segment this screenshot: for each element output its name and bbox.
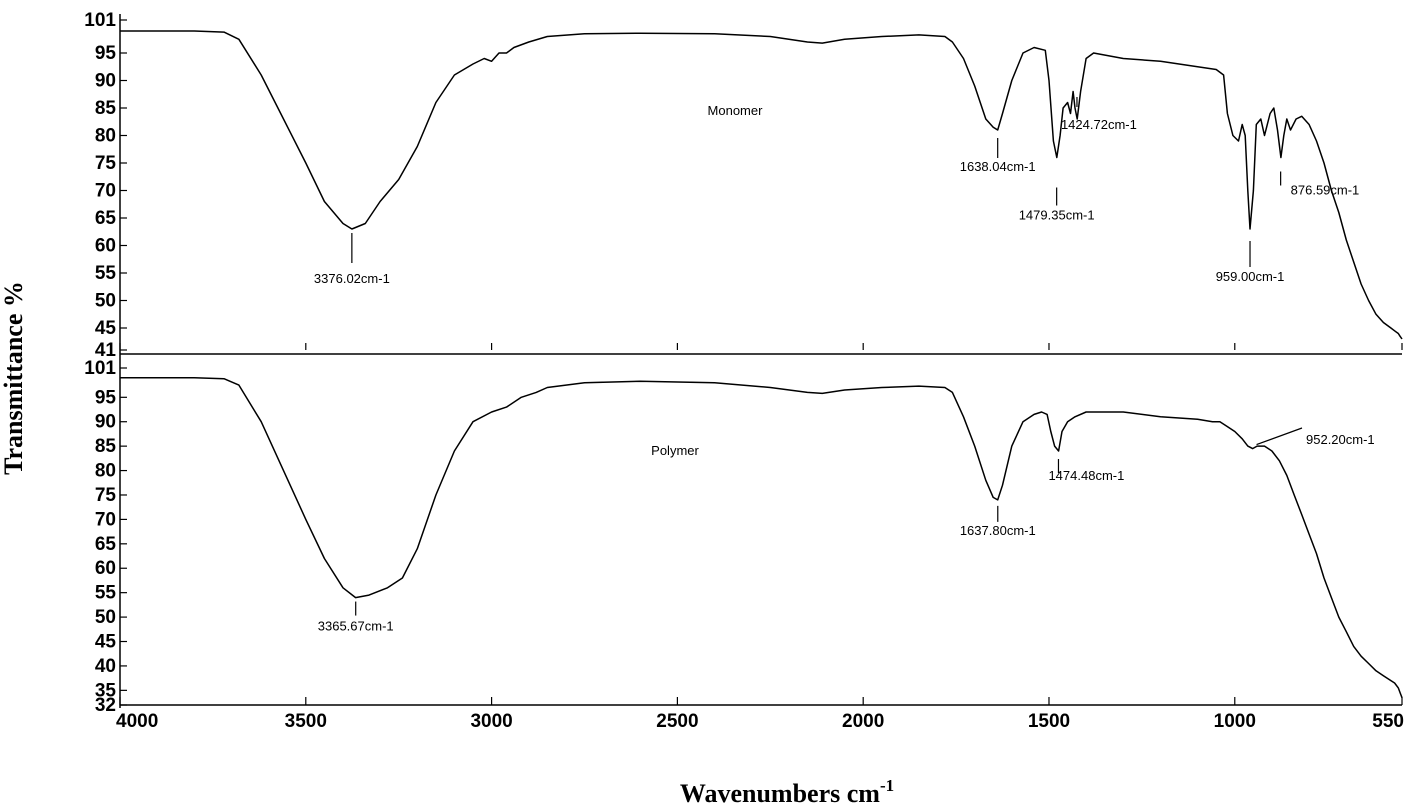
annotation-label: 3365.67cm-1 [318,619,394,634]
x-tick-label: 1500 [1028,711,1070,732]
annotation-label: 959.00cm-1 [1216,269,1285,284]
annotation-label: 1479.35cm-1 [1019,208,1095,223]
y-tick-label: 60 [95,558,116,579]
annotation-label: 1424.72cm-1 [1061,117,1137,132]
y-tick-label: 50 [95,607,116,628]
y-tick-label: 80 [95,126,116,147]
y-tick-label: 32 [95,695,116,716]
y-tick-label: 90 [95,71,116,92]
x-tick-label: 2000 [842,711,884,732]
x-tick-label: 3000 [470,711,512,732]
annotation-label: 1638.04cm-1 [960,159,1036,174]
y-tick-label: 41 [95,340,117,361]
y-tick-label: 40 [95,656,116,677]
y-tick-label: 50 [95,291,116,312]
panel-label: Polymer [651,443,699,458]
y-tick-label: 75 [95,153,117,174]
annotation-label: 1637.80cm-1 [960,523,1036,538]
y-tick-label: 101 [84,10,116,31]
annotation-label: 876.59cm-1 [1291,183,1360,198]
axes: 4000 3500 3000 2500 2000 1500 1000 550 [116,14,1404,732]
x-axis-title-text: Wavenumbers cm [680,779,880,808]
x-tick-label: 1000 [1214,711,1256,732]
y-tick-label: 45 [95,318,117,339]
y-axis-title: Transmittance % [0,281,28,475]
y-tick-label: 95 [95,387,117,408]
x-axis-title: Wavenumbers cm-1 [680,776,894,808]
y-tick-label: 95 [95,43,117,64]
y-tick-label: 35 [95,680,117,701]
annotation-label: 952.20cm-1 [1306,432,1375,447]
y-tick-label: 60 [95,236,116,257]
y-tick-label: 55 [95,263,117,284]
annotation-leader [1256,427,1303,446]
y-tick-label: 75 [95,485,117,506]
x-tick-label: 2500 [656,711,698,732]
y-tick-label: 101 [84,358,116,379]
y-tick-label: 85 [95,436,117,457]
y-tick-label: 65 [95,208,117,229]
y-tick-label: 80 [95,461,116,482]
x-tick-label: 4000 [116,711,158,732]
annotation-label: 3376.02cm-1 [314,271,390,286]
x-axis-title-sup: -1 [880,776,894,795]
x-tick-label: 550 [1372,711,1404,732]
x-tick-label: 3500 [285,711,327,732]
y-tick-label: 90 [95,412,116,433]
spectrum-curve-polymer [120,377,1403,698]
y-tick-label: 55 [95,583,117,604]
y-tick-label: 70 [95,181,116,202]
spectrum-curve-monomer [120,30,1403,340]
y-tick-label: 45 [95,632,117,653]
y-tick-label: 85 [95,98,117,119]
y-tick-label: 65 [95,534,117,555]
panel-label: Monomer [708,103,764,118]
y-tick-label: 70 [95,509,116,530]
annotation-label: 1474.48cm-1 [1048,468,1124,483]
